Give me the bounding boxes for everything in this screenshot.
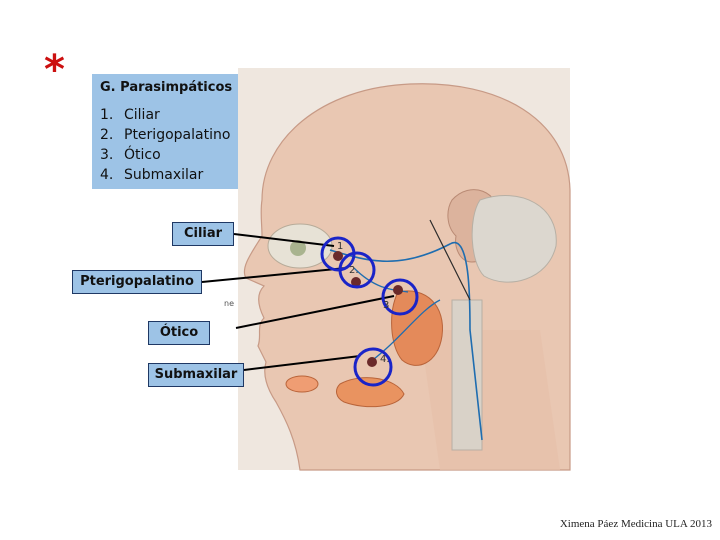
callout-otico: Ótico: [148, 321, 210, 345]
credit-text: Ximena Páez Medicina ULA 2013: [560, 518, 712, 530]
ganglion-dot: [393, 285, 403, 295]
sublingual-gland: [286, 376, 318, 392]
neck: [420, 330, 560, 470]
marker-2: 2.: [349, 265, 359, 276]
fragment-label: ne: [224, 299, 234, 308]
callout-pterigopalatino: Pterigopalatino: [72, 270, 202, 294]
marker-4: 4.: [380, 354, 390, 365]
ganglion-dot: [333, 251, 343, 261]
vertebrae: [452, 300, 482, 450]
marker-1: 1: [337, 241, 343, 252]
marker-3: 3: [383, 300, 389, 311]
callout-ciliar: Ciliar: [172, 222, 234, 246]
callout-submaxilar: Submaxilar: [148, 363, 244, 387]
ganglion-dot: [367, 357, 377, 367]
